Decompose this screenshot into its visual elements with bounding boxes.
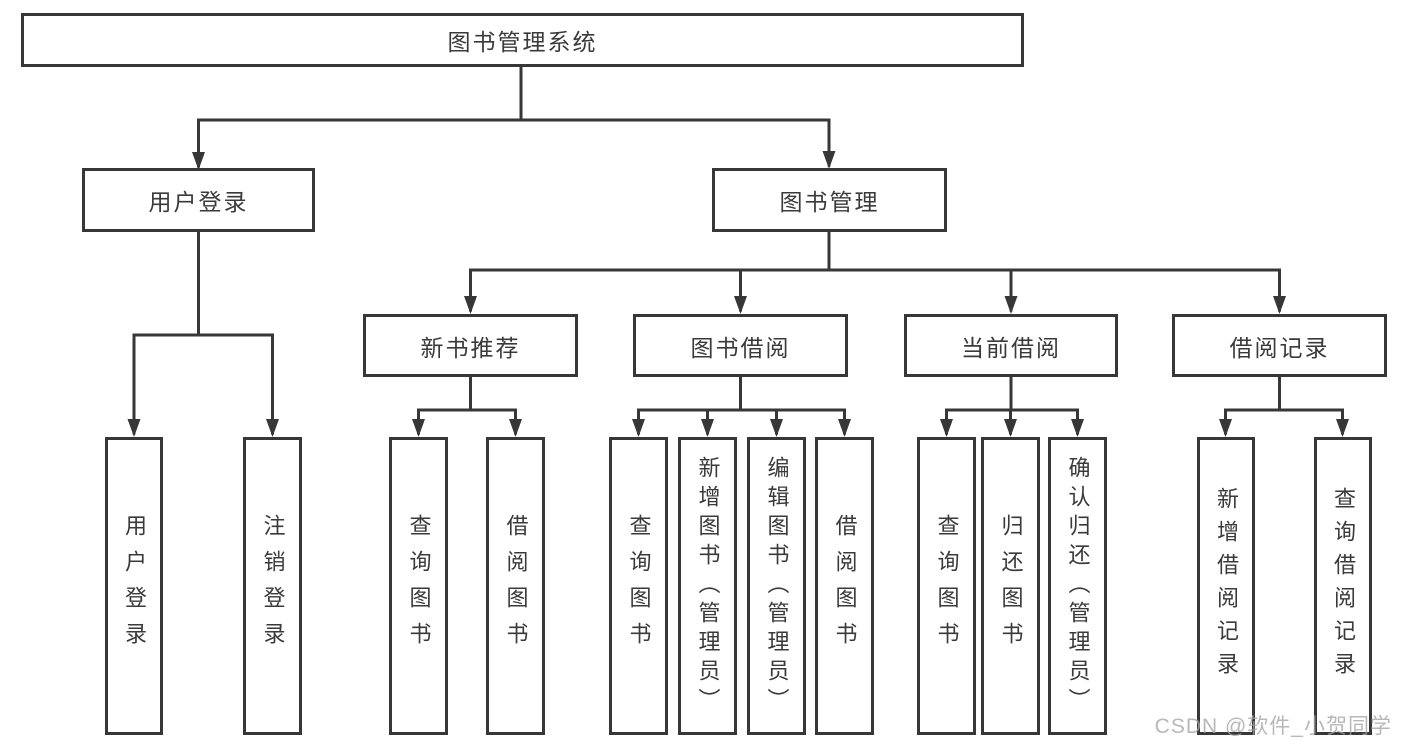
node-label: 用户登录: [148, 189, 249, 215]
node-label: 归还图书: [998, 514, 1024, 658]
node-label: 查询图书: [626, 514, 652, 658]
node-current-borrowing: 当前借阅: [904, 314, 1118, 377]
node-book-management-group: 图书管理: [712, 168, 947, 232]
node-label: 用户登录: [122, 514, 147, 658]
node-user-login-group: 用户登录: [82, 168, 315, 232]
node-new-book-recommendation: 新书推荐: [363, 314, 578, 377]
leaf-edit-books-admin: 编辑图书（管理员）: [747, 437, 806, 735]
node-label: 借阅记录: [1229, 334, 1330, 361]
leaf-query-books-borrow: 查询图书: [609, 437, 668, 735]
node-label: 查询图书: [406, 514, 432, 658]
leaf-logout: 注销登录: [243, 437, 302, 735]
node-label: 新增借阅记录: [1214, 487, 1239, 685]
node-label: 图书管理: [779, 189, 880, 215]
leaf-add-borrow-record: 新增借阅记录: [1197, 437, 1255, 735]
leaf-add-books-admin: 新增图书（管理员）: [678, 437, 737, 735]
node-label: 图书管理系统: [447, 29, 598, 55]
node-label: 查询借阅记录: [1331, 487, 1356, 685]
leaf-return-books: 归还图书: [981, 437, 1040, 735]
node-label: 借阅图书: [832, 514, 858, 658]
node-label: 新书推荐: [420, 334, 521, 361]
node-label: 借阅图书: [503, 514, 529, 658]
leaf-borrow-books-recommend: 借阅图书: [486, 437, 545, 735]
node-borrowing-records: 借阅记录: [1172, 314, 1387, 377]
node-label: 确认归还（管理员）: [1065, 455, 1091, 717]
node-label: 编辑图书（管理员）: [764, 455, 790, 717]
leaf-borrow-books: 借阅图书: [815, 437, 874, 735]
leaf-query-borrow-record: 查询借阅记录: [1314, 437, 1372, 735]
watermark: CSDN @软件_小贺同学: [1154, 715, 1392, 738]
node-book-borrowing: 图书借阅: [633, 314, 848, 377]
leaf-user-login: 用户登录: [105, 437, 163, 735]
leaf-query-books-current: 查询图书: [917, 437, 976, 735]
leaf-confirm-return-admin: 确认归还（管理员）: [1048, 437, 1107, 735]
node-label: 当前借阅: [961, 334, 1061, 361]
node-library-management-system: 图书管理系统: [21, 13, 1024, 67]
node-label: 新增图书（管理员）: [695, 455, 721, 717]
leaf-query-books-recommend: 查询图书: [389, 437, 448, 735]
node-label: 查询图书: [934, 514, 960, 658]
node-label: 图书借阅: [690, 334, 791, 361]
node-label: 注销登录: [260, 514, 286, 658]
